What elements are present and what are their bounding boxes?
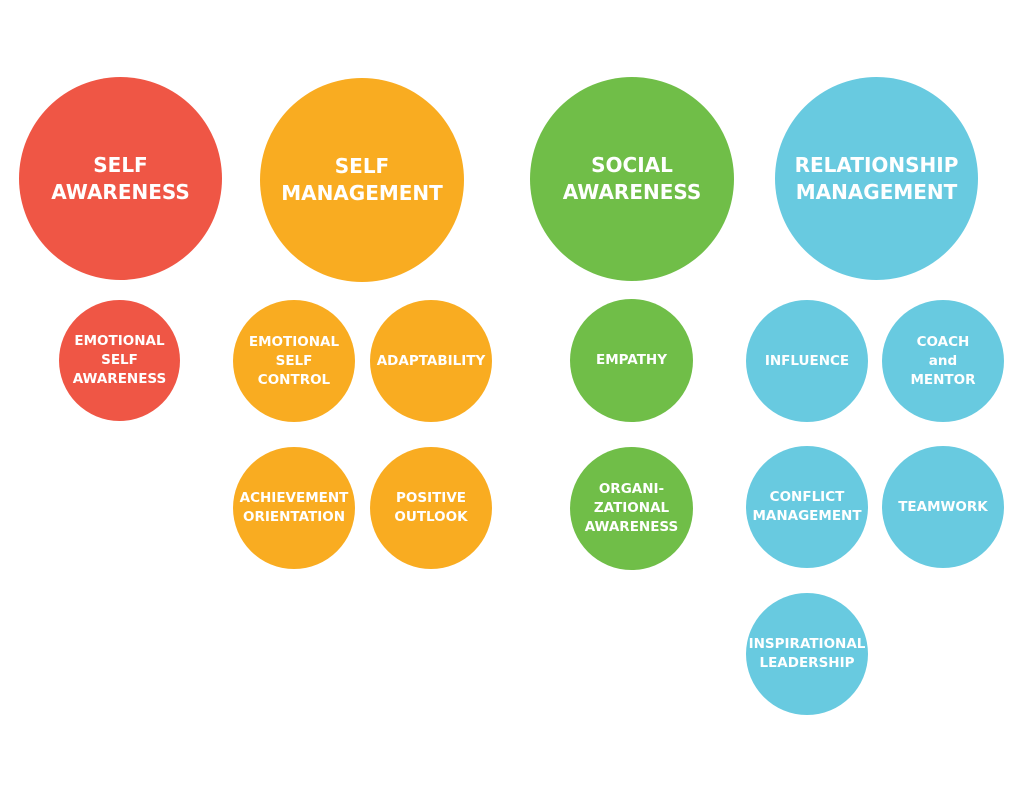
competency-conflict-management: CONFLICT MANAGEMENT [746, 446, 868, 568]
social-awareness-domain-circle: SOCIAL AWARENESS [530, 77, 734, 281]
competency-emotional-self-awareness: EMOTIONAL SELF AWARENESS [59, 300, 180, 421]
competency-positive-outlook: POSITIVE OUTLOOK [370, 447, 492, 569]
competency-label: INSPIRATIONAL LEADERSHIP [748, 636, 866, 671]
competency-adaptability: ADAPTABILITY [370, 300, 492, 422]
competency-achievement-orientation: ACHIEVEMENT ORIENTATION [233, 447, 355, 569]
competency-label: ACHIEVEMENT ORIENTATION [239, 490, 349, 525]
competency-label: ADAPTABILITY [376, 352, 486, 369]
competency-inspirational-leadership: INSPIRATIONAL LEADERSHIP [746, 593, 868, 715]
competency-label: INFLUENCE [764, 352, 850, 369]
self-awareness-domain-circle: SELF AWARENESS [19, 77, 222, 280]
competency-influence: INFLUENCE [746, 300, 868, 422]
domain-title: RELATIONSHIP MANAGEMENT [794, 152, 959, 204]
competency-coach-and-mentor: COACH and MENTOR [882, 300, 1004, 422]
competency-label: ORGANI- ZATIONAL AWARENESS [584, 481, 679, 535]
competency-label: EMOTIONAL SELF AWARENESS [72, 333, 167, 387]
self-management-domain-circle: SELF MANAGEMENT [260, 78, 464, 282]
competency-label: COACH and MENTOR [910, 333, 976, 388]
domain-title: SELF AWARENESS [51, 152, 190, 204]
competency-empathy: EMPATHY [570, 299, 693, 422]
competency-teamwork: TEAMWORK [882, 446, 1004, 568]
competency-label: EMPATHY [596, 352, 667, 368]
competency-label: POSITIVE OUTLOOK [394, 490, 468, 525]
competency-label: TEAMWORK [898, 498, 988, 515]
competency-label: EMOTIONAL SELF CONTROL [248, 333, 340, 388]
competency-organizational-awareness: ORGANI- ZATIONAL AWARENESS [570, 447, 693, 570]
competency-label: CONFLICT MANAGEMENT [752, 489, 862, 524]
competency-emotional-self-control: EMOTIONAL SELF CONTROL [233, 300, 355, 422]
domain-title: SELF MANAGEMENT [281, 154, 443, 205]
relationship-management-domain-circle: RELATIONSHIP MANAGEMENT [775, 77, 978, 280]
domain-title: SOCIAL AWARENESS [562, 153, 702, 204]
